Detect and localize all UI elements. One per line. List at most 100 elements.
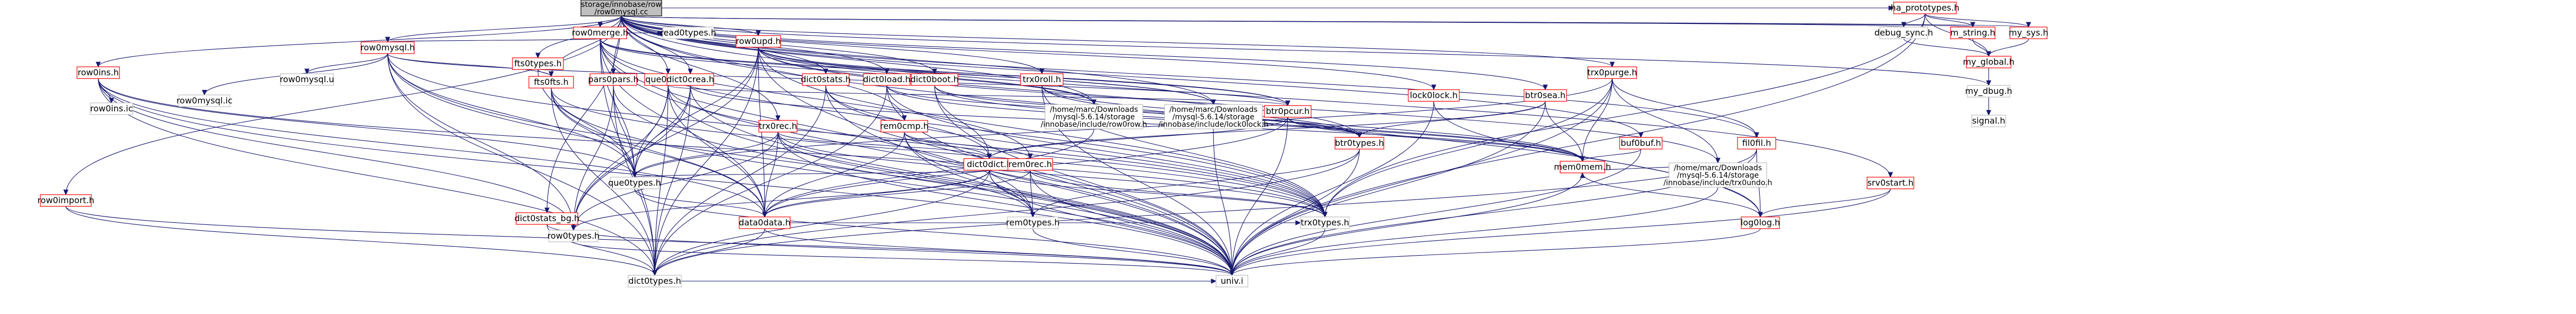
node-box (1879, 27, 1928, 39)
node-row0import[interactable]: row0import.h (37, 194, 95, 207)
edge-data0data-to-dict0types (654, 228, 765, 276)
node-box (178, 94, 230, 107)
node-pars0pars[interactable]: pars0pars.h (588, 73, 639, 86)
edge-btr0types-to-rem0types (1032, 149, 1360, 217)
node-row0mysql-u: row0mysql.u (280, 73, 334, 86)
edge-rem0cmp-to-rem0types (904, 132, 1033, 217)
edge-rem0rec-to-trx0types (1030, 170, 1325, 217)
node-dict0crea[interactable]: dict0crea.h (666, 73, 714, 86)
node-row0merge[interactable]: row0merge.h (572, 27, 628, 39)
edge-row0ins-to-que0types (98, 78, 635, 178)
node-btr0sea[interactable]: btr0sea.h (1524, 89, 1567, 102)
node-box (1560, 161, 1605, 173)
edge-arrowhead-root-to-row0import (63, 189, 69, 196)
edge-btr0sea-to-univ (1231, 101, 1546, 276)
node-m-string[interactable]: m_string.h (1950, 27, 1996, 39)
node-label: dict0boot.h (910, 74, 958, 84)
node-my-global[interactable]: my_global.h (1963, 56, 2015, 68)
edge-arrowhead-root-to-pars0pars (611, 68, 616, 75)
edge-row0ins-to-data0data (98, 78, 765, 217)
node-box (361, 41, 415, 54)
node-label: que0types.h (608, 178, 661, 188)
node-box (516, 212, 578, 225)
node-row0upd[interactable]: row0upd.h (735, 35, 781, 48)
node-trx0purge[interactable]: trx0purge.h (1587, 66, 1637, 79)
node-dict0dict[interactable]: dict0dict.h (963, 158, 1015, 171)
node-row0mysql[interactable]: row0mysql.h (361, 41, 415, 54)
edge-dict0stats-to-trx0types (825, 85, 1325, 217)
node-label: my_sys.h (2009, 28, 2048, 38)
node-lock0lock[interactable]: lock0lock.h (1408, 89, 1460, 102)
node-label: /innobase/include/row0row.h (1041, 120, 1147, 129)
node-rem0cmp[interactable]: rem0cmp.h (880, 120, 929, 133)
node-box (1967, 85, 2010, 98)
node-ha-prototypes[interactable]: ha_prototypes.h (1890, 2, 1959, 14)
edge-row0merge-to-rem0types (600, 38, 1033, 217)
node-trx0rec[interactable]: trx0rec.h (758, 120, 798, 133)
edge-btr0pcur-to-btr0types (1287, 117, 1360, 138)
node-log0log[interactable]: log0log.h (1741, 216, 1780, 229)
edge-row0mysql-to-univ (387, 53, 1233, 276)
edge-btr0pcur-to-dict0dict (989, 117, 1288, 159)
edge-row0upd-to-dict0types (654, 47, 759, 276)
node-srv0start[interactable]: srv0start.h (1867, 177, 1914, 189)
edge-que0que-to-data0data (667, 85, 765, 217)
node-label: row0upd.h (736, 36, 781, 46)
edge-path_row0row-to-data0data (764, 128, 1094, 217)
node-label: trx0types.h (1300, 217, 1349, 228)
node-box (549, 230, 598, 242)
node-label: /innobase/include/lock0lock.h (1158, 120, 1268, 129)
node-dict0stats-bg[interactable]: dict0stats_bg.h (515, 212, 579, 225)
edge-arrowhead-trx0purge-to-fil0fil (1754, 132, 1759, 138)
node-rem0rec[interactable]: rem0rec.h (1007, 158, 1053, 171)
node-box (735, 35, 781, 48)
edge-arrowhead-btr0sea-to-dict0dict (987, 153, 992, 160)
node-path-row0row: /home/marc/Downloads/mysql-5.6.14/storag… (1041, 104, 1147, 129)
edge-row0upd-to-row0types (573, 47, 759, 231)
edge-debug_sync-to-my_global (1903, 38, 1989, 57)
node-label: debug_sync.h (1875, 28, 1933, 38)
edge-arrowhead-dict0dict-to-que0types (632, 172, 637, 178)
node-row0ins[interactable]: row0ins.h (76, 66, 120, 79)
edge-root-to-srv0start (621, 15, 1891, 178)
edge-row0merge-to-que0types (600, 38, 635, 178)
node-btr0pcur[interactable]: btr0pcur.h (1264, 105, 1312, 118)
node-label: dict0stats_bg.h (515, 213, 579, 224)
edge-dict0load-to-dict0types (654, 85, 887, 276)
edge-root-to-fil0fil (621, 15, 1757, 138)
edge-dict0stats-to-univ (825, 85, 1233, 276)
edge-arrowhead-root-to-ha_prototypes (1888, 5, 1895, 11)
node-my-sys[interactable]: my_sys.h (2009, 27, 2048, 39)
node-dict0boot[interactable]: dict0boot.h (910, 73, 959, 86)
edge-arrowhead-path_row0row-to-data0data (762, 212, 767, 218)
node-box (580, 0, 662, 16)
node-mem0mem[interactable]: mem0mem.h (1554, 161, 1611, 173)
node-label: /home/marc/Downloads (1169, 106, 1257, 114)
edge-ha_prototypes-to-trx0types (1324, 13, 1925, 217)
node-data0data[interactable]: data0data.h (739, 216, 791, 229)
edge-que0que-to-btr0pcur (667, 85, 1288, 106)
node-dict0load[interactable]: dict0load.h (863, 73, 911, 86)
node-root[interactable]: storage/innobase/row/row0mysql.cc (580, 0, 662, 16)
node-label: row0types.h (547, 231, 600, 241)
node-label: /mysql-5.6.14/storage (1677, 171, 1759, 180)
node-fts0fts[interactable]: fts0fts.h (528, 76, 574, 89)
edge-arrowhead-que0que-to-btr0pcur (1285, 100, 1290, 107)
edge-arrowhead-data0data-to-trx0types (1295, 220, 1302, 225)
edge-arrowhead-ha_prototypes-to-m_string (1970, 22, 1975, 28)
node-trx0roll[interactable]: trx0roll.h (1020, 73, 1064, 86)
node-box (1300, 216, 1350, 229)
node-fts0types[interactable]: fts0types.h (512, 57, 564, 70)
node-fil0fil[interactable]: fil0fil.h (1737, 137, 1776, 150)
edge-row0mysql-to-data0data (387, 53, 765, 217)
edge-que0que-to-univ (667, 85, 1233, 276)
node-label: data0data.h (739, 217, 790, 228)
node-label: dict0stats.h (801, 74, 851, 84)
edge-arrowhead-trx0purge-to-path_trx0undo (1715, 158, 1721, 164)
node-dict0stats[interactable]: dict0stats.h (801, 73, 851, 86)
edge-trx0purge-to-univ (1231, 78, 1613, 276)
nodes-layer: storage/innobase/row/row0mysql.cc ha_prot… (37, 0, 2048, 287)
node-btr0types[interactable]: btr0types.h (1334, 137, 1384, 150)
node-buf0buf[interactable]: buf0buf.h (1619, 137, 1663, 150)
